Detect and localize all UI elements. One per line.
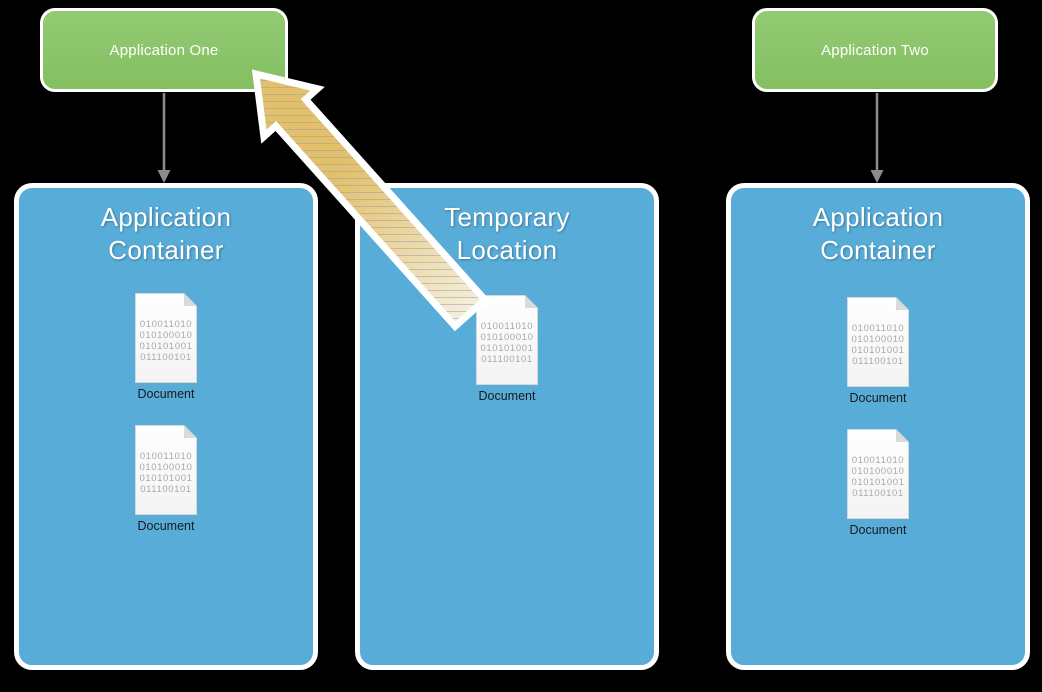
document-binary-text: 010011010 010100010 010101001 011100101: [480, 321, 534, 365]
document-label: Document: [849, 523, 907, 537]
document-icon: 010011010 010100010 010101001 011100101 …: [135, 425, 197, 533]
application-one-box: Application One: [40, 8, 288, 92]
document-icon: 010011010 010100010 010101001 011100101 …: [847, 297, 909, 405]
document-fold-corner-icon: [896, 429, 909, 442]
application-container-right: Application Container 010011010 01010001…: [726, 183, 1030, 670]
document-icon: 010011010 010100010 010101001 011100101 …: [847, 429, 909, 537]
application-two-label: Application Two: [821, 41, 929, 59]
document-page: 010011010 010100010 010101001 011100101: [847, 429, 909, 519]
document-page: 010011010 010100010 010101001 011100101: [135, 425, 197, 515]
application-container-left: Application Container 010011010 01010001…: [14, 183, 318, 670]
container-title-line: Application: [100, 202, 232, 232]
document-page: 010011010 010100010 010101001 011100101: [847, 297, 909, 387]
application-two-box: Application Two: [752, 8, 998, 92]
document-label: Document: [478, 389, 536, 403]
container-title-line: Temporary: [444, 202, 570, 232]
document-label: Document: [137, 519, 195, 533]
document-page: 010011010 010100010 010101001 011100101: [135, 293, 197, 383]
connector-arrow-app-one: [157, 93, 171, 183]
container-title: Application Container: [731, 201, 1025, 267]
connector-arrow-app-two: [870, 93, 884, 183]
document-icon: 010011010 010100010 010101001 011100101 …: [476, 295, 538, 403]
document-page: 010011010 010100010 010101001 011100101: [476, 295, 538, 385]
document-label: Document: [849, 391, 907, 405]
document-fold-corner-icon: [184, 425, 197, 438]
application-one-label: Application One: [109, 41, 219, 59]
container-title: Application Container: [19, 201, 313, 267]
container-title: Temporary Location: [360, 201, 654, 267]
container-title-line: Location: [456, 235, 558, 265]
container-title-line: Application: [812, 202, 944, 232]
document-icon: 010011010 010100010 010101001 011100101 …: [135, 293, 197, 401]
document-binary-text: 010011010 010100010 010101001 011100101: [851, 455, 905, 499]
container-title-line: Container: [820, 235, 936, 265]
document-fold-corner-icon: [525, 295, 538, 308]
arrowhead-down-icon: [870, 170, 884, 183]
container-title-line: Container: [108, 235, 224, 265]
document-binary-text: 010011010 010100010 010101001 011100101: [139, 451, 193, 495]
arrowhead-down-icon: [157, 170, 171, 183]
document-binary-text: 010011010 010100010 010101001 011100101: [139, 319, 193, 363]
document-fold-corner-icon: [896, 297, 909, 310]
document-binary-text: 010011010 010100010 010101001 011100101: [851, 323, 905, 367]
temporary-location-container: Temporary Location 010011010 010100010 0…: [355, 183, 659, 670]
document-label: Document: [137, 387, 195, 401]
document-fold-corner-icon: [184, 293, 197, 306]
